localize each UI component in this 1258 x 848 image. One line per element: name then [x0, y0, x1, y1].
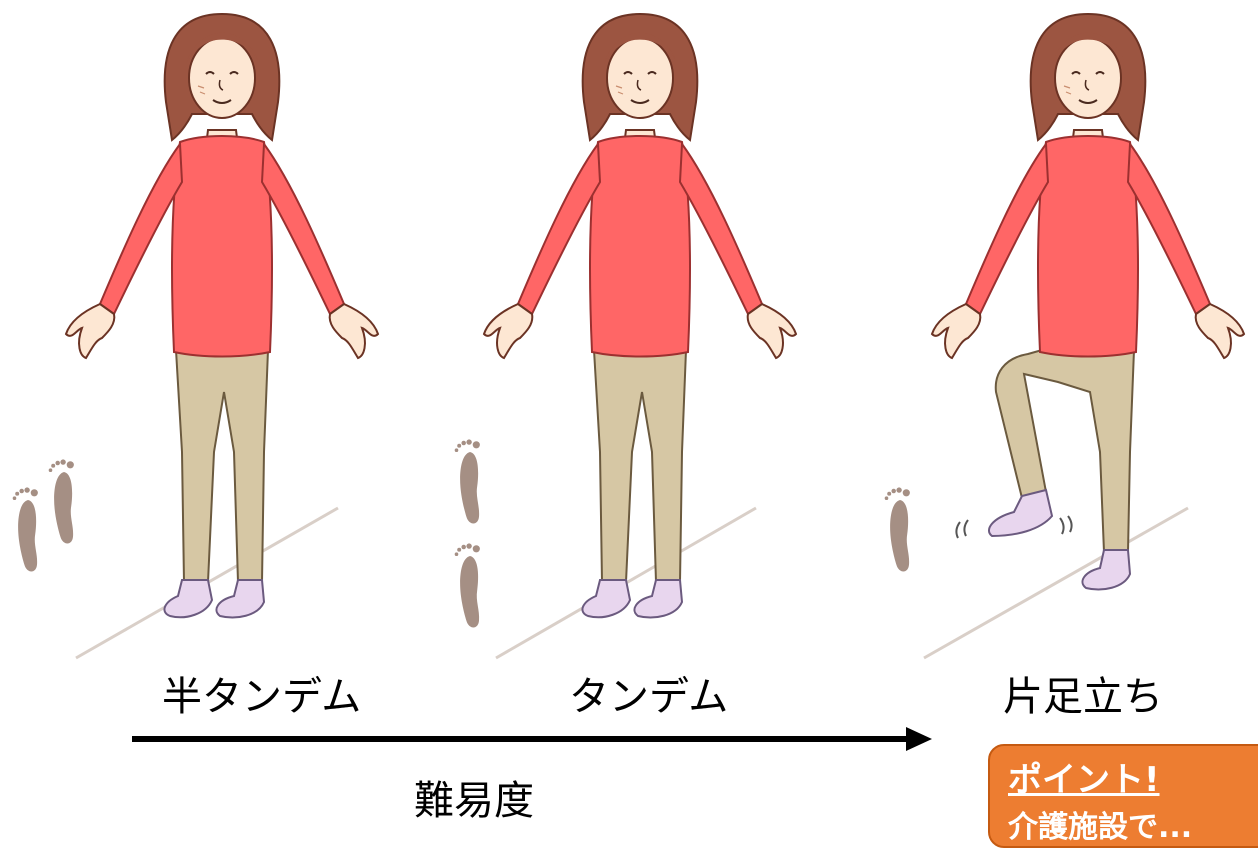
- balance-exercise-illustration: [12, 13, 1245, 751]
- point-callout: ポイント! 介護施設で...: [988, 744, 1258, 848]
- label-tandem: タンデム: [569, 674, 729, 720]
- footprints-semi-tandem: [12, 459, 74, 572]
- woman-standing-icon: [65, 13, 379, 619]
- footprints-tandem: [454, 439, 480, 628]
- footprints-one-leg: [884, 487, 910, 572]
- callout-body: 介護施設で...: [1008, 810, 1193, 845]
- figure-semi-tandem: [12, 13, 379, 660]
- woman-one-leg-icon: [931, 13, 1245, 591]
- callout-title: ポイント!: [1008, 760, 1160, 800]
- label-semi-tandem: 半タンデム: [162, 674, 362, 720]
- difficulty-arrow: [132, 727, 932, 751]
- figure-one-leg: [884, 13, 1245, 660]
- label-one-leg-stand: 片足立ち: [1003, 674, 1163, 720]
- figure-tandem: [454, 13, 797, 660]
- difficulty-caption: 難易度: [414, 778, 534, 824]
- woman-standing-icon: [483, 13, 797, 619]
